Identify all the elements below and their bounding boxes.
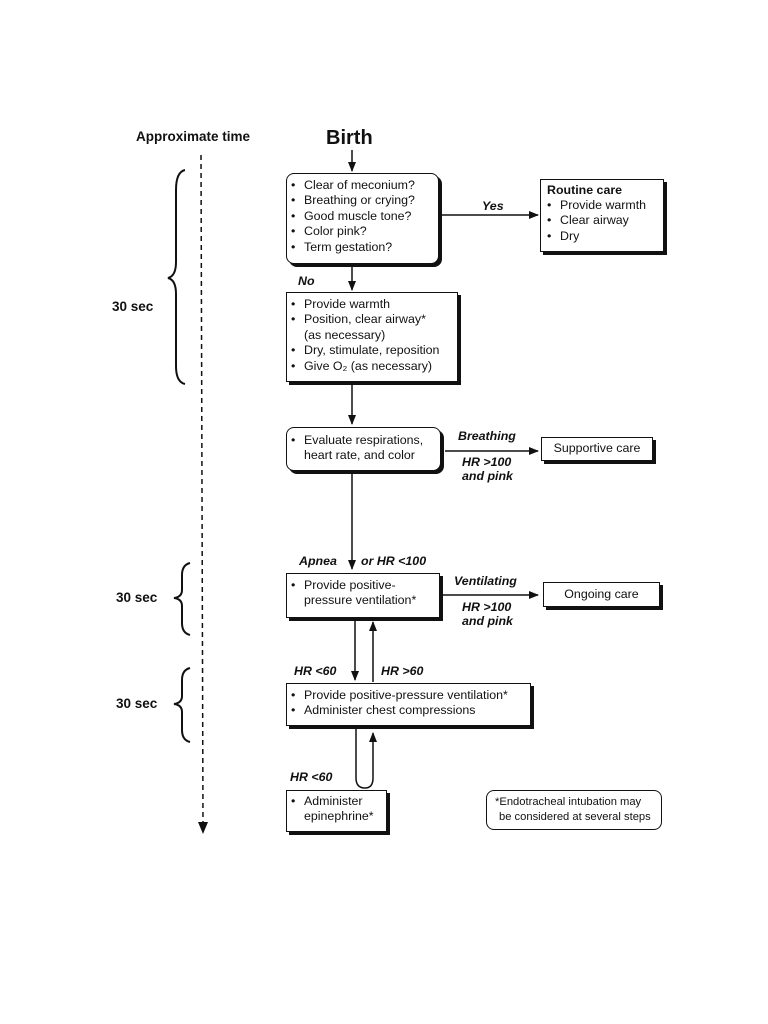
edge-label-apnea: Apnea [299,554,337,568]
epinephrine-item: epinephrine* [304,809,374,824]
initial-item: Dry, stimulate, reposition [291,343,457,359]
assess-item: Good muscle tone? [291,209,438,225]
ongoing-care-box: Ongoing care [543,582,660,607]
evaluate-item: Evaluate respirations, [291,433,440,449]
note-line: be considered at several steps [499,811,651,823]
assess-item: Term gestation? [291,240,438,256]
edge-label-hr60-lt-2: HR <60 [290,770,333,784]
epinephrine-box: Administer epinephrine* [286,790,387,832]
edge-label-ventilating: Ventilating [454,574,517,588]
evaluate-item: heart rate, and color [304,448,415,463]
ppv-item: Provide positive- [291,578,439,594]
assess-item: Breathing or crying? [291,193,438,209]
brace-label-2: 30 sec [116,590,158,605]
arrow-loop-compressions-epinephrine [355,728,377,789]
edge-label-hr60-gt: HR >60 [381,664,424,678]
compressions-item: Provide positive-pressure ventilation* [291,688,530,704]
assessment-box: Clear of meconium? Breathing or crying? … [286,173,439,264]
brace-3 [173,667,191,743]
edge-label-hr100-pink-2: HR >100 and pink [462,600,513,628]
time-axis-label: Approximate time [136,129,251,144]
ppv-box: Provide positive- pressure ventilation* [286,573,440,618]
routine-item: Clear airway [547,213,663,229]
initial-steps-box: Provide warmth Position, clear airway* (… [286,292,458,382]
brace-label-1: 30 sec [112,299,154,314]
start-label: Birth [326,127,373,149]
routine-care-box: Routine care Provide warmth Clear airway… [540,179,664,252]
note-line: *Endotracheal intubation may [495,796,642,808]
brace-2 [173,562,191,636]
initial-item: Provide warmth [291,297,457,313]
supportive-care-box: Supportive care [541,437,653,461]
routine-item: Provide warmth [547,198,663,214]
ppv-item: pressure ventilation* [304,593,417,608]
epinephrine-item: Administer [291,794,386,810]
assess-item: Clear of meconium? [291,178,438,194]
edge-label-no: No [298,274,315,288]
evaluate-box: Evaluate respirations, heart rate, and c… [286,427,441,471]
edge-label-yes: Yes [482,199,504,213]
routine-item: Dry [547,229,663,245]
edge-label-breathing: Breathing [458,429,516,443]
assess-item: Color pink? [291,224,438,240]
brace-1 [167,169,186,385]
routine-care-title: Routine care [547,183,623,197]
edge-label-or-hr100: or HR <100 [361,554,427,568]
brace-label-3: 30 sec [116,696,158,711]
edge-label-hr100-pink-1: HR >100 and pink [462,455,513,483]
edge-label-hr60-lt: HR <60 [294,664,337,678]
compressions-box: Provide positive-pressure ventilation* A… [286,683,531,726]
initial-item: Give O₂ (as necessary) [291,359,457,375]
intubation-note: *Endotracheal intubation may be consider… [486,790,662,830]
time-axis-line [200,154,204,826]
time-axis-arrowhead [198,822,208,834]
compressions-item: Administer chest compressions [291,703,530,719]
initial-item: (as necessary) [304,327,386,342]
initial-item: Position, clear airway* [291,312,457,328]
